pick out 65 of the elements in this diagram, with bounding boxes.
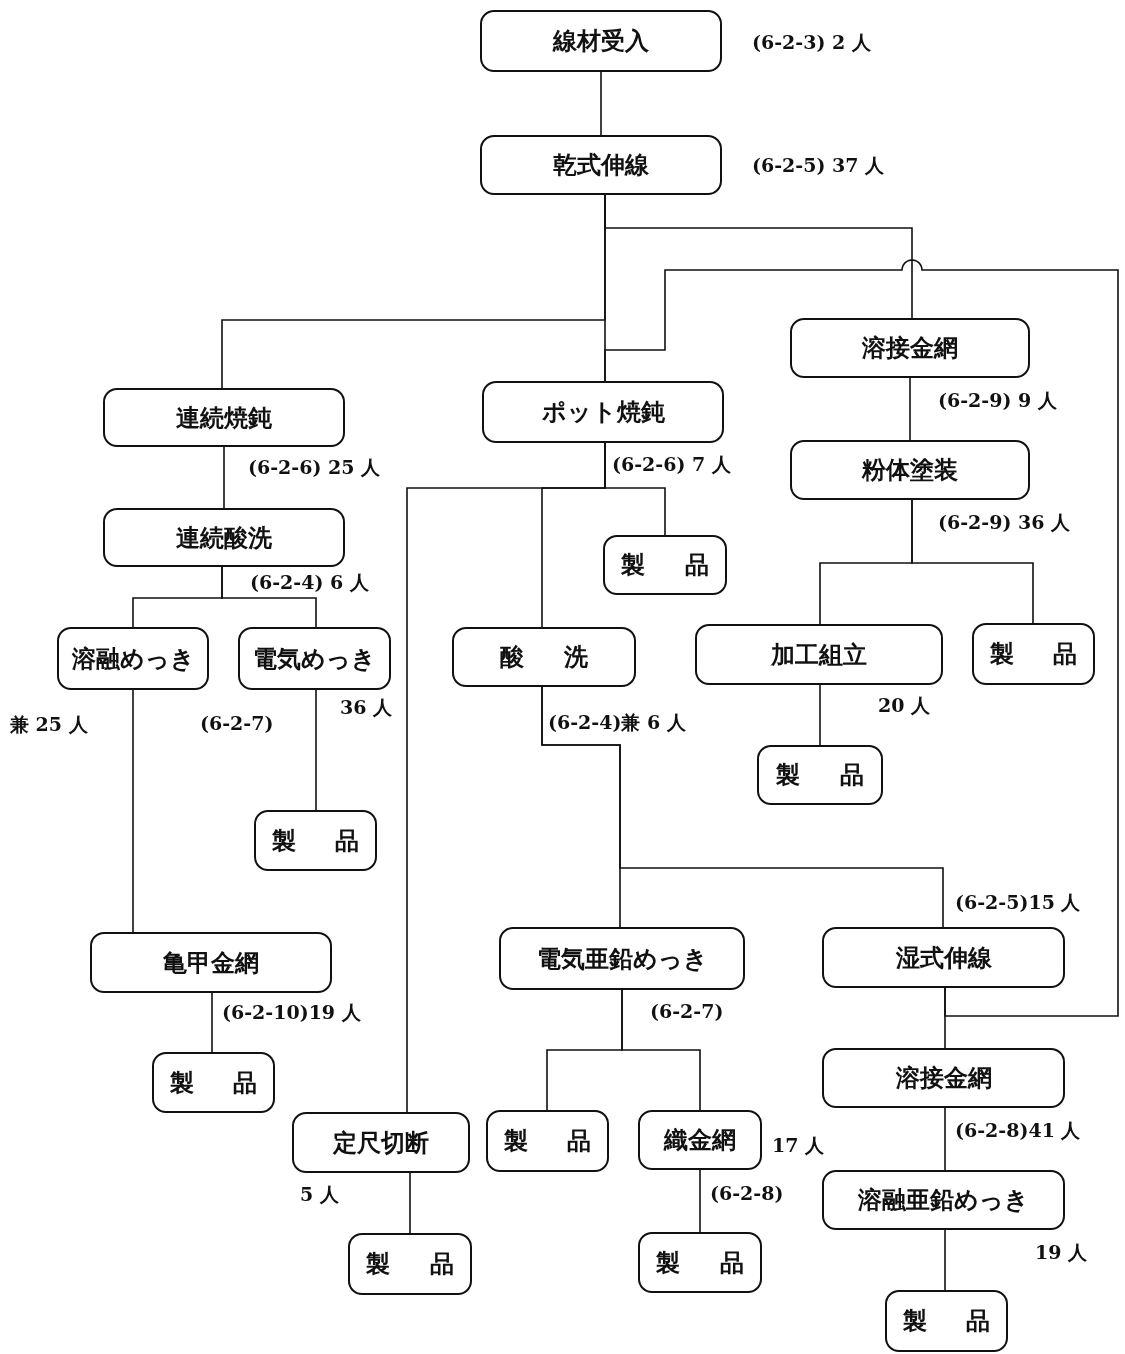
process-box: 織金網 bbox=[638, 1110, 762, 1170]
staff-count-label: (6-2-5) 37 人 bbox=[752, 153, 885, 178]
connector-line bbox=[541, 686, 944, 928]
process-box: 定尺切断 bbox=[292, 1112, 470, 1173]
process-box: 製 品 bbox=[603, 535, 727, 595]
process-box: 酸 洗 bbox=[452, 627, 636, 687]
connector-line bbox=[223, 446, 225, 509]
process-box: 製 品 bbox=[254, 810, 377, 871]
staff-count-label: (6-2-8) bbox=[710, 1182, 784, 1204]
connector-line bbox=[406, 442, 606, 1113]
process-box: 電気亜鉛めっき bbox=[499, 927, 745, 990]
process-box: 湿式伸線 bbox=[822, 927, 1065, 988]
process-box: 溶接金網 bbox=[790, 318, 1030, 378]
process-box: 電気めっき bbox=[238, 627, 391, 690]
process-box: 加工組立 bbox=[695, 624, 943, 685]
connector-line bbox=[132, 689, 134, 933]
staff-count-label: (6-2-8)41 人 bbox=[955, 1118, 1081, 1143]
connector-line bbox=[221, 566, 317, 628]
connector-line bbox=[600, 71, 602, 136]
staff-count-label: (6-2-4)兼 6 人 bbox=[548, 710, 686, 735]
connector-line bbox=[621, 989, 701, 1111]
process-box: 製 品 bbox=[638, 1232, 762, 1293]
staff-count-label: (6-2-3) 2 人 bbox=[752, 30, 871, 55]
process-box: ポット焼鈍 bbox=[482, 381, 724, 443]
connector-line bbox=[944, 987, 946, 1049]
connector-line bbox=[409, 1172, 411, 1234]
process-box: 製 品 bbox=[757, 745, 883, 805]
staff-count-label: (6-2-7) bbox=[200, 712, 274, 734]
connector-line bbox=[944, 1107, 946, 1171]
process-box: 溶融亜鉛めっき bbox=[822, 1170, 1065, 1230]
staff-count-label: 20 人 bbox=[878, 693, 931, 718]
connector-line bbox=[911, 499, 1034, 624]
staff-count-label: 19 人 bbox=[1035, 1240, 1088, 1265]
connector-line bbox=[819, 684, 821, 746]
connector-line bbox=[944, 1229, 946, 1291]
process-box: 連続酸洗 bbox=[103, 508, 345, 567]
process-box: 製 品 bbox=[972, 623, 1095, 685]
staff-count-label: (6-2-5)15 人 bbox=[955, 890, 1081, 915]
process-box: 粉体塗装 bbox=[790, 440, 1030, 500]
process-box: 製 品 bbox=[348, 1233, 472, 1295]
staff-count-label: (6-2-9) 36 人 bbox=[938, 510, 1071, 535]
process-box: 連続焼鈍 bbox=[103, 388, 345, 447]
connector-line bbox=[699, 1169, 701, 1233]
process-box: 製 品 bbox=[152, 1052, 275, 1113]
process-box: 乾式伸線 bbox=[480, 135, 722, 195]
connector-line bbox=[909, 377, 911, 441]
process-box: 溶接金網 bbox=[822, 1048, 1065, 1108]
staff-count-label: (6-2-10)19 人 bbox=[222, 1000, 361, 1025]
process-box: 溶融めっき bbox=[57, 627, 209, 690]
staff-count-label: 5 人 bbox=[300, 1182, 339, 1207]
staff-count-label: 36 人 bbox=[340, 695, 393, 720]
staff-count-label: (6-2-7) bbox=[650, 1000, 724, 1022]
process-box: 製 品 bbox=[885, 1290, 1008, 1352]
staff-count-label: (6-2-6) 7 人 bbox=[612, 452, 731, 477]
staff-count-label: (6-2-4) 6 人 bbox=[250, 570, 369, 595]
staff-count-label: (6-2-9) 9 人 bbox=[938, 388, 1057, 413]
staff-count-label: (6-2-6) 25 人 bbox=[248, 455, 381, 480]
connector-line bbox=[604, 259, 1119, 1017]
connector-line bbox=[211, 992, 213, 1053]
connector-line bbox=[315, 689, 317, 811]
staff-count-label: 17 人 bbox=[772, 1133, 825, 1158]
process-box: 製 品 bbox=[486, 1110, 609, 1172]
process-box: 線材受入 bbox=[480, 10, 722, 72]
process-box: 亀甲金網 bbox=[90, 932, 332, 993]
staff-count-label: 兼 25 人 bbox=[10, 712, 88, 737]
